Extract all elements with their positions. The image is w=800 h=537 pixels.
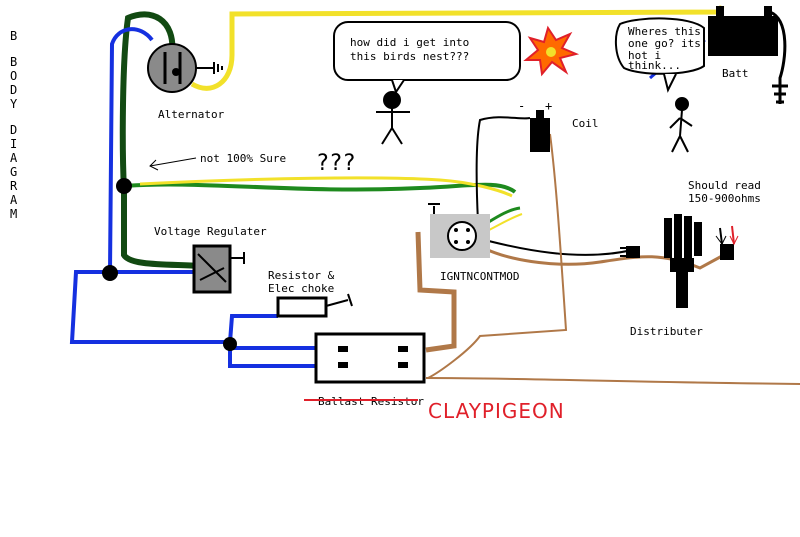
title-char: I	[10, 137, 17, 151]
black-wire-coil	[475, 116, 531, 223]
should-read-line2: 150-900ohms	[688, 192, 761, 205]
resistor-label-line1: Resistor &	[268, 269, 335, 282]
ballast-resistor	[314, 332, 426, 384]
resistor-label-line2: Elec choke	[268, 282, 334, 295]
coil-minus: -	[518, 99, 525, 113]
ballast-label: Ballast Resistor	[318, 395, 424, 408]
bubble-left-line1: how did i get into	[350, 36, 469, 49]
bubble-right-line1: Wheres this	[628, 25, 701, 38]
junction-dot	[102, 265, 118, 281]
title-char: R	[10, 179, 18, 193]
bubble-right-line4: think...	[628, 59, 681, 72]
bubble-right-line3: hot i	[628, 49, 661, 62]
title-char: M	[10, 207, 17, 221]
title-char: O	[10, 69, 17, 83]
green-wire-middle	[123, 182, 517, 194]
distributor	[620, 214, 702, 308]
ignition-module	[428, 203, 490, 258]
coil-plus: +	[545, 99, 552, 113]
title-char: A	[10, 151, 18, 165]
title-char: G	[10, 165, 17, 179]
title-char: A	[10, 193, 18, 207]
blue-wire-left	[69, 27, 278, 344]
title-char: Y	[10, 97, 18, 111]
blue-wire-ballast	[228, 342, 318, 368]
signature: CLAYPIGEON	[428, 399, 565, 423]
spark-burst	[523, 25, 580, 77]
coil-label: Coil	[572, 117, 599, 130]
stick-figure-right	[669, 97, 693, 153]
bubble-right-line2: one go? its	[628, 37, 701, 50]
resistor-choke	[276, 293, 353, 318]
pickup-connector	[715, 225, 739, 260]
bubble-left-line2: this birds nest???	[350, 50, 469, 63]
should-read-line1: Should read	[688, 179, 761, 192]
junction-dot	[116, 178, 132, 194]
voltage-regulator-label: Voltage Regulater	[154, 225, 267, 238]
vertical-title: B B O D Y D I A G R A M	[10, 29, 18, 221]
question-marks: ???	[316, 151, 356, 176]
junction-dot	[223, 337, 237, 351]
speech-bubble-left	[333, 21, 521, 95]
title-char: B	[10, 29, 17, 43]
tan-wire-coil	[427, 133, 568, 379]
coil	[530, 110, 550, 152]
speech-bubble-right	[614, 17, 705, 93]
voltage-regulator	[192, 244, 245, 294]
ignition-module-label: IGNTNCONTMOD	[440, 270, 519, 283]
distributor-label: Distributer	[630, 325, 703, 338]
battery-label: Batt	[722, 67, 749, 80]
yellow-wire-middle	[139, 176, 513, 198]
not-sure-arrow	[149, 157, 197, 171]
title-char: D	[10, 123, 17, 137]
yellow-wire-top	[190, 5, 725, 91]
title-char: B	[10, 55, 17, 69]
title-char: D	[10, 83, 17, 97]
tan-wire-bottom	[425, 377, 800, 385]
not-sure-label: not 100% Sure	[200, 152, 286, 165]
alternator-label: Alternator	[158, 108, 225, 121]
tan-wire-ballast-loop	[415, 231, 457, 353]
stick-figure-left	[376, 91, 410, 145]
dark-green-wire	[119, 11, 201, 269]
alternator	[147, 43, 223, 93]
